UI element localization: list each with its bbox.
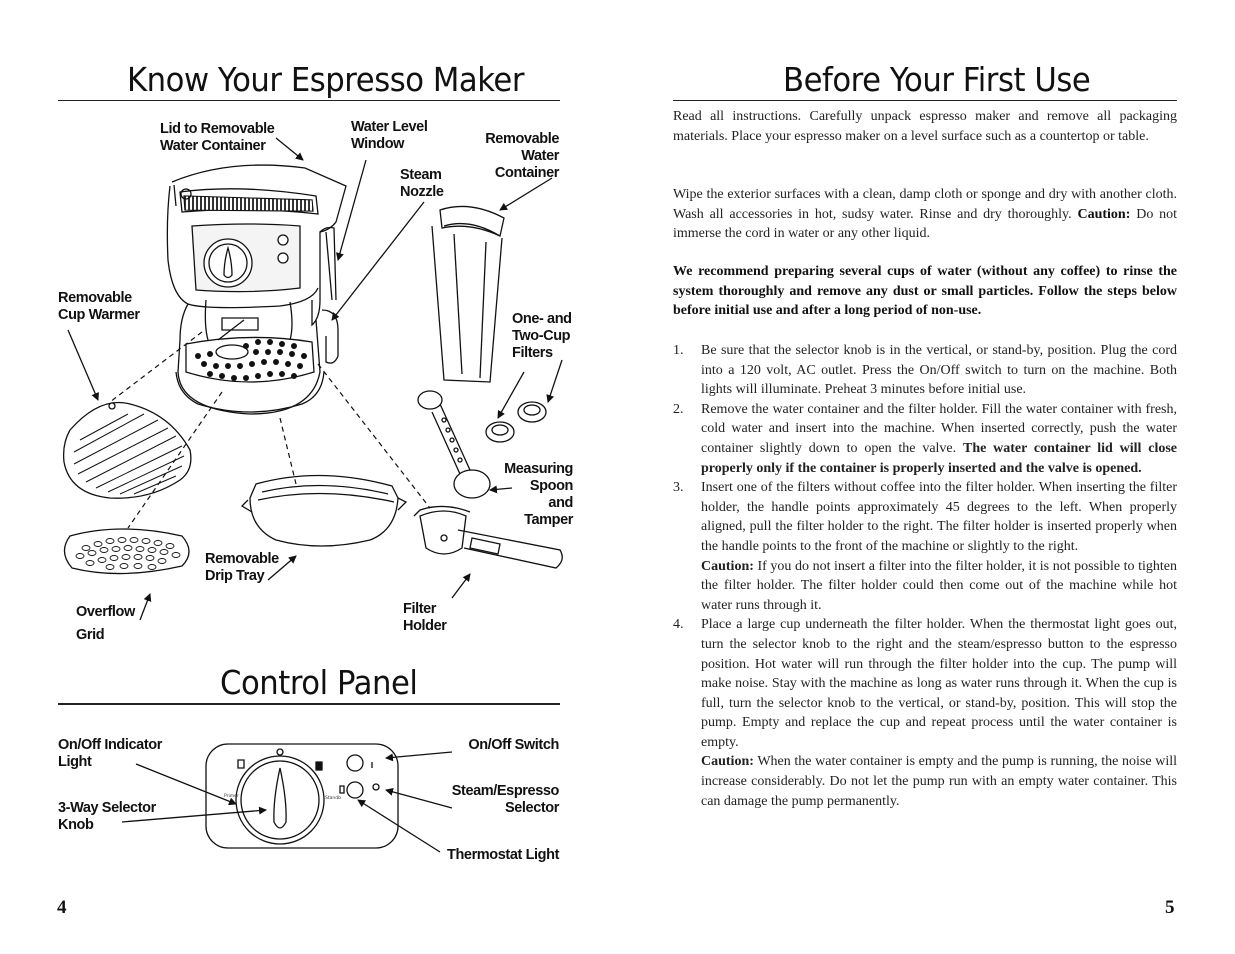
measuring-spoon-drawing — [417, 390, 491, 499]
machine-body — [166, 164, 347, 327]
step-item: 4. Place a large cup underneath the filt… — [673, 617, 1177, 809]
panel-label-primer: Primer — [224, 794, 239, 799]
step-item: 2. Remove the water container and the fi… — [673, 401, 1177, 476]
page-number-left: 4 — [57, 897, 67, 918]
page-title-left: Know Your Espresso Maker — [127, 60, 524, 99]
page-title-right: Before Your First Use — [783, 60, 1091, 99]
water-container-drawing — [431, 205, 505, 383]
drip-holes — [195, 339, 307, 381]
label-thermostat-light: Thermostat Light — [446, 847, 559, 863]
wipe-paragraph: Wipe the exterior surfaces with a clean,… — [673, 187, 1178, 242]
caution-label: Caution: — [1077, 206, 1131, 222]
drip-tray-drawing — [240, 474, 408, 547]
panel-label-standby: Standb — [325, 796, 341, 801]
title-rule-left — [58, 100, 560, 101]
step-item: 3. Insert one of the filters without cof… — [673, 480, 1178, 613]
step-item: 1. Be sure that the selector knob is in … — [673, 343, 1177, 398]
machine-base — [175, 299, 339, 415]
steps-list: 1. Be sure that the selector knob is in … — [673, 341, 1177, 811]
recommend-paragraph: We recommend preparing several cups of w… — [673, 264, 1177, 319]
label-onoff-switch: On/Off Switch — [468, 737, 559, 753]
title-rule-control — [58, 703, 560, 705]
page-number-right: 5 — [1165, 897, 1175, 918]
title-rule-right — [673, 100, 1177, 101]
intro-paragraph: Read all instructions. Carefully unpack … — [673, 109, 1177, 144]
cup-warmer-drawing — [62, 401, 192, 499]
cup-filters-drawing — [485, 401, 547, 443]
filter-holder-drawing — [413, 505, 563, 569]
section-title-control-panel: Control Panel — [220, 663, 418, 702]
